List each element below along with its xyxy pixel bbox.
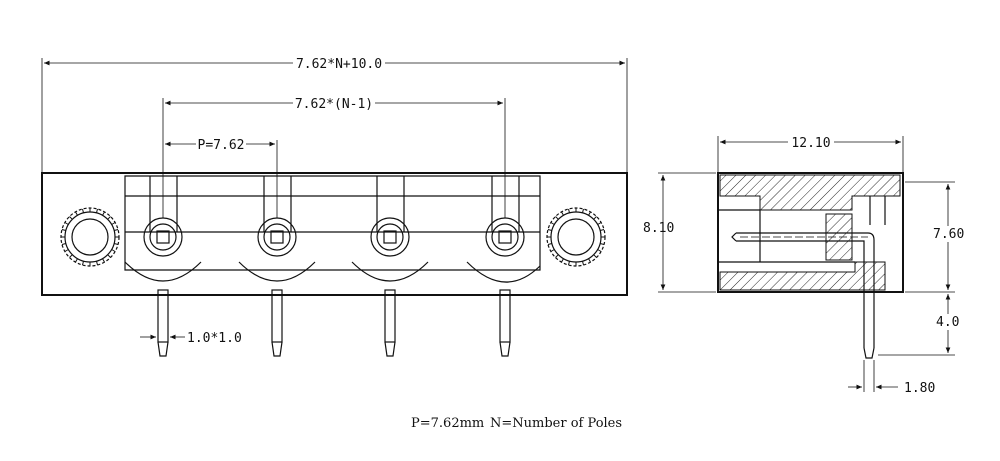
knurl-right (547, 208, 605, 266)
knurl-left (61, 208, 119, 266)
pole-1 (124, 176, 202, 357)
front-view: 7.62*N+10.0 7.62*(N-1) P=7.62 1.0*1.0 (41, 55, 628, 357)
overall-length-label: 7.62*N+10.0 (296, 57, 382, 72)
pin-height-label: 7.60 (933, 227, 964, 242)
side-body-outline (717, 172, 904, 293)
pin-1 (157, 289, 169, 343)
footnote: P=7.62mm N=Number of Poles (411, 416, 622, 431)
side-view: 12.10 8.10 7.60 4.0 1.80 (643, 134, 970, 396)
pitch-note: P=7.62mm (411, 416, 484, 431)
pin-extension-label: 4.0 (936, 315, 959, 330)
pole-2 (238, 176, 316, 357)
depth-label: 12.10 (791, 136, 830, 151)
side-pin-lower (736, 240, 865, 348)
pitch-label: P=7.62 (198, 138, 245, 153)
pole-3 (351, 176, 429, 357)
height-label: 8.10 (643, 221, 674, 236)
pin-size-label: 1.0*1.0 (187, 331, 242, 346)
pin-2 (271, 289, 283, 343)
front-body-outline (41, 172, 628, 296)
front-housing (124, 175, 541, 271)
pin-offset-label: 1.80 (904, 381, 935, 396)
side-pin-upper (736, 232, 875, 348)
pole-4 (466, 176, 541, 357)
poles-note: N=Number of Poles (490, 416, 622, 431)
pin-span-label: 7.62*(N-1) (295, 97, 373, 112)
pin-3 (384, 289, 396, 343)
pin-4 (499, 289, 511, 343)
